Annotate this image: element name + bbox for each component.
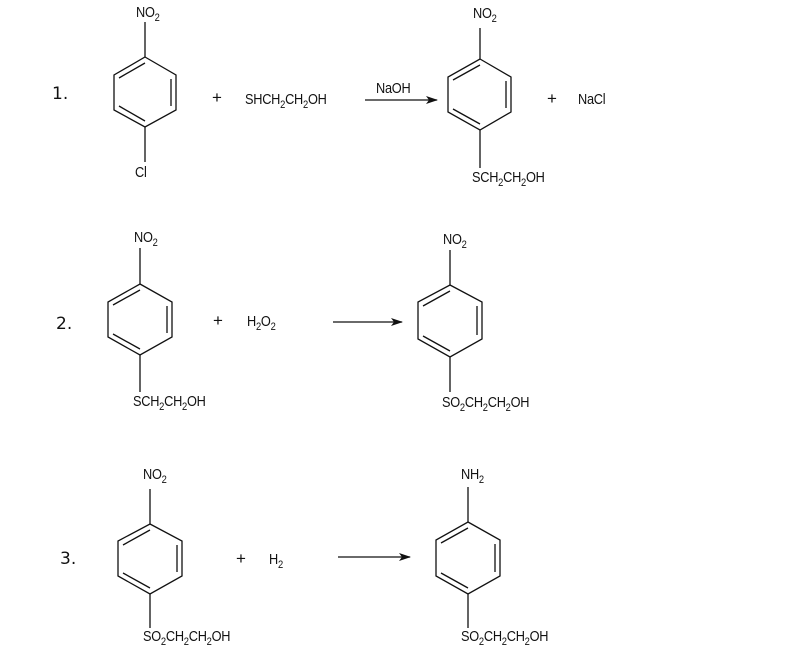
substituent-no2: NO2	[143, 466, 167, 486]
plus-sign: +	[236, 549, 246, 568]
substituent-thioethanol: SCH2CH2OH	[472, 169, 545, 189]
byproduct-nacl: NaCl	[578, 91, 606, 108]
benzene-ring-r3-reactant	[117, 489, 183, 628]
benzene-ring-r1-reactant	[113, 22, 177, 162]
reagent-hydrogen: H2	[269, 551, 283, 571]
reagent-mercaptoethanol: SHCH2CH2OH	[245, 91, 327, 111]
benzene-ring-r2-product	[417, 250, 483, 392]
plus-sign: +	[547, 89, 557, 108]
benzene-ring-r2-reactant	[107, 248, 173, 392]
substituent-sulfonylethanol: SO2CH2CH2OH	[461, 628, 549, 648]
step-number-3: 3.	[60, 549, 77, 569]
benzene-ring-r3-product	[435, 487, 501, 628]
substituent-cl: Cl	[135, 164, 147, 181]
arrow-label-naoh: NaOH	[376, 80, 411, 97]
substituent-nh2: NH2	[461, 466, 484, 486]
substituent-no2: NO2	[443, 231, 467, 251]
plus-sign: +	[213, 311, 223, 330]
reagent-hydrogen-peroxide: H2O2	[247, 313, 276, 333]
substituent-sulfonylethanol: SO2CH2CH2OH	[442, 394, 530, 414]
step-number-2: 2.	[56, 314, 73, 334]
plus-sign: +	[212, 88, 222, 107]
substituent-no2: NO2	[134, 229, 158, 249]
benzene-ring-r1-product	[447, 28, 512, 168]
substituent-no2: NO2	[473, 5, 497, 25]
substituent-no2: NO2	[136, 4, 160, 24]
substituent-thioethanol: SCH2CH2OH	[133, 393, 206, 413]
step-number-1: 1.	[52, 84, 69, 104]
substituent-sulfonylethanol: SO2CH2CH2OH	[143, 628, 231, 648]
